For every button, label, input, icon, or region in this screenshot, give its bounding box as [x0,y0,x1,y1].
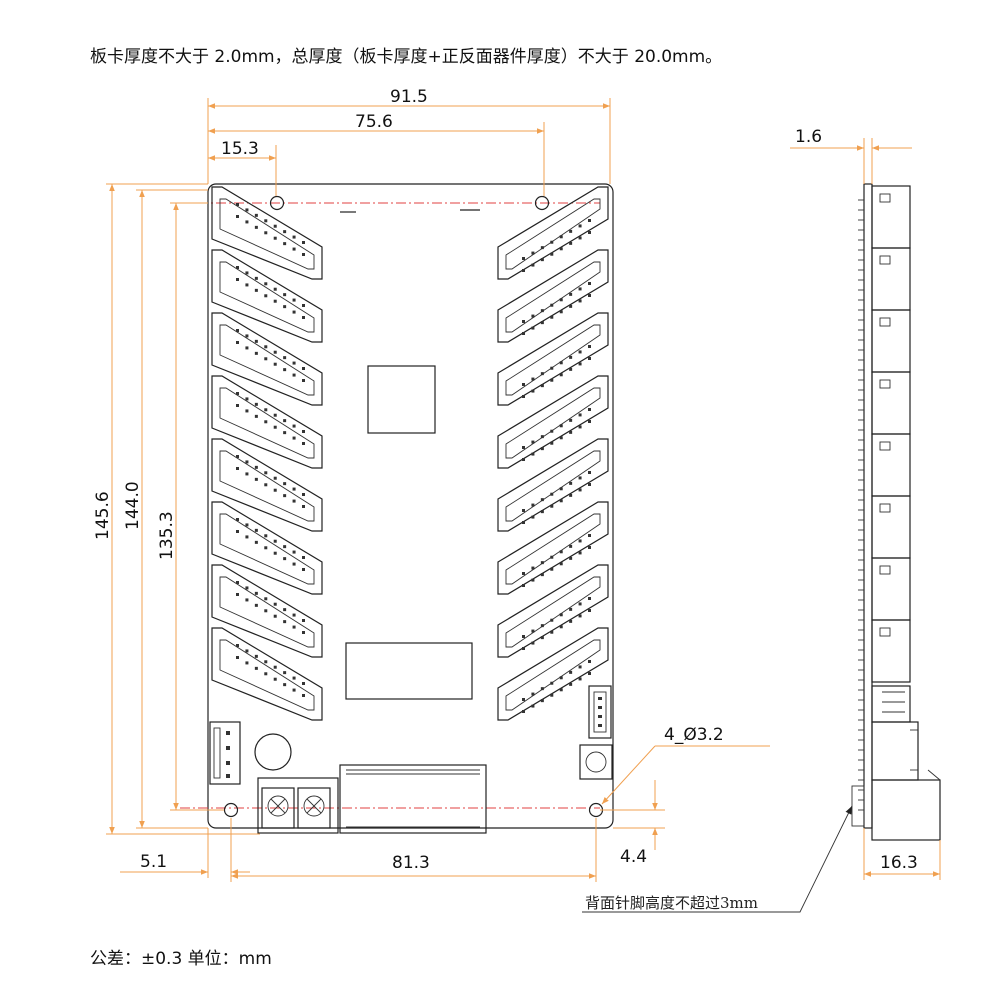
pcb-side-view [851,183,941,841]
hole-top-right [534,195,550,211]
idc-connector [211,627,323,721]
idc-connector [497,501,609,595]
tolerance-note: 公差：±0.3 单位：mm [90,949,272,969]
idc-connector [211,375,323,469]
idc-connector [497,186,609,280]
idc-connector [211,564,323,658]
dim-hole-spacing-x: 75.6 [355,112,393,132]
dim-hole-offset-x: 15.3 [221,139,259,159]
dim-edge-offset-bottom: 4.4 [620,847,647,867]
idc-connector [211,249,323,343]
idc-connector [497,312,609,406]
hole-bottom-left [223,802,239,818]
hole-top-left [269,195,285,211]
idc-connector [211,438,323,532]
pcb-outline [207,183,614,829]
left-connector-column [211,186,323,721]
small-header-connector [588,685,612,739]
idc-connector [497,564,609,658]
spec-note: 板卡厚度不大于 2.0mm，总厚度（板卡厚度+正反面器件厚度）不大于 20.0m… [90,47,723,67]
port-connector [339,764,487,834]
dim-hole-callout: 4_Ø3.2 [664,725,724,745]
idc-connector [497,375,609,469]
pin-height-note: 背面针脚高度不超过3mm [585,894,758,912]
side-dimensions: 1.6 16.3 背面针脚高度不超过3mm [582,127,941,913]
idc-connector [497,438,609,532]
idc-connector [211,312,323,406]
dim-height-total: 145.6 [93,491,113,540]
idc-connector [497,249,609,343]
pcb-front-view [180,183,614,834]
dim-side-pcb-thickness: 1.6 [795,127,822,147]
idc-connector [211,186,323,280]
dim-hole-spacing-bottom: 81.3 [392,853,430,873]
dim-hole-spacing-y: 135.3 [157,511,177,560]
secondary-chip [345,642,473,700]
terminal-block [257,777,339,834]
main-chip [367,365,436,434]
side-pcb-edge [863,183,873,829]
mounting-holes [223,195,604,818]
right-connector-column [497,186,609,721]
dim-height-board: 144.0 [123,481,143,530]
capacitor [254,733,292,771]
idc-connector [497,627,609,721]
idc-connector [211,501,323,595]
push-button [579,744,613,780]
dim-edge-offset-left: 5.1 [140,852,167,872]
dim-width-total: 91.5 [390,87,428,107]
front-dimensions: 91.5 75.6 15.3 145.6 144.0 135.3 5.1 81. [93,87,770,882]
dim-side-total-depth: 16.3 [880,853,918,873]
power-connector-left [209,721,241,785]
